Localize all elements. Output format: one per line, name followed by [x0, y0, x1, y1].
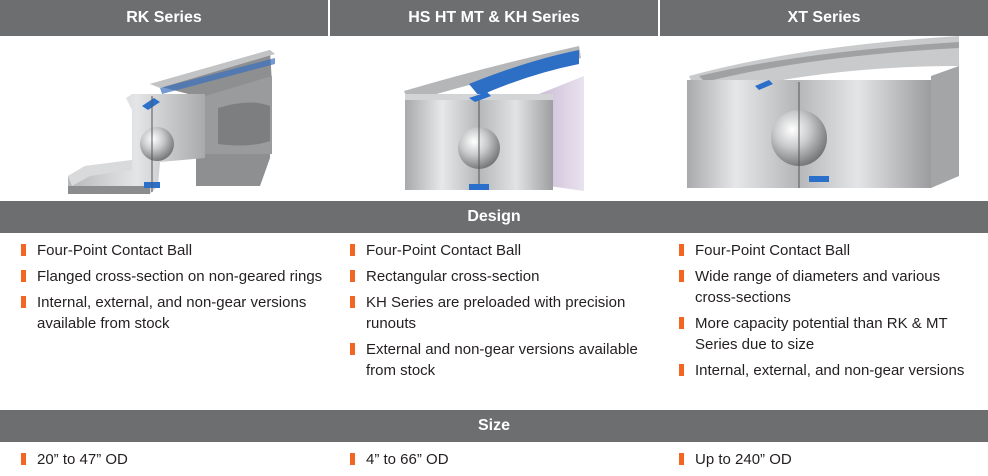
list-item: Up to 240” OD	[675, 449, 988, 470]
list-item: KH Series are preloaded with precision r…	[346, 292, 658, 334]
list-item: External and non-gear versions available…	[346, 339, 658, 381]
rk-series-bearing-cross-section-image	[68, 50, 275, 194]
list-item: Four-Point Contact Ball	[17, 240, 329, 261]
rk-series-image-cell	[0, 36, 329, 201]
series-header-row: RK Series HS HT MT & KH Series XT Series	[0, 0, 988, 36]
list-item: Internal, external, and non-gear version…	[17, 292, 329, 334]
list-item: Wide range of diameters and various cros…	[675, 266, 984, 308]
list-item: 20” to 47” OD	[17, 449, 329, 470]
design-list-hs: Four-Point Contact Ball Rectangular cros…	[346, 240, 658, 381]
design-list-rk: Four-Point Contact Ball Flanged cross-se…	[17, 240, 329, 334]
size-column-rk: 20” to 47” OD	[0, 449, 329, 475]
bearing-images-row	[0, 36, 988, 201]
size-column-xt: Up to 240” OD	[658, 449, 988, 475]
header-hs-ht-mt-kh-series: HS HT MT & KH Series	[328, 0, 658, 36]
hs-series-image-cell	[329, 36, 658, 201]
list-item: Four-Point Contact Ball	[346, 240, 658, 261]
design-column-xt: Four-Point Contact Ball Wide range of di…	[658, 240, 988, 386]
list-item: Internal, external, and non-gear version…	[675, 360, 984, 381]
list-item: Rectangular cross-section	[346, 266, 658, 287]
size-columns: 20” to 47” OD 4” to 66” OD Up to 240” OD	[0, 449, 988, 475]
size-section-title: Size	[0, 410, 988, 442]
xt-series-bearing-cross-section-image	[686, 36, 959, 188]
size-column-hs: 4” to 66” OD	[329, 449, 658, 475]
hs-ht-mt-kh-series-bearing-cross-section-image	[404, 46, 585, 191]
design-column-rk: Four-Point Contact Ball Flanged cross-se…	[0, 240, 329, 386]
list-item: More capacity potential than RK & MT Ser…	[675, 313, 984, 355]
xt-series-image-cell	[659, 36, 988, 201]
design-section-title: Design	[0, 201, 988, 233]
design-column-hs: Four-Point Contact Ball Rectangular cros…	[329, 240, 658, 386]
header-xt-series: XT Series	[658, 0, 988, 36]
design-columns: Four-Point Contact Ball Flanged cross-se…	[0, 240, 988, 386]
list-item: Four-Point Contact Ball	[675, 240, 984, 261]
design-list-xt: Four-Point Contact Ball Wide range of di…	[675, 240, 984, 381]
list-item: 4” to 66” OD	[346, 449, 658, 470]
list-item: Flanged cross-section on non-geared ring…	[17, 266, 329, 287]
header-rk-series: RK Series	[126, 9, 202, 26]
